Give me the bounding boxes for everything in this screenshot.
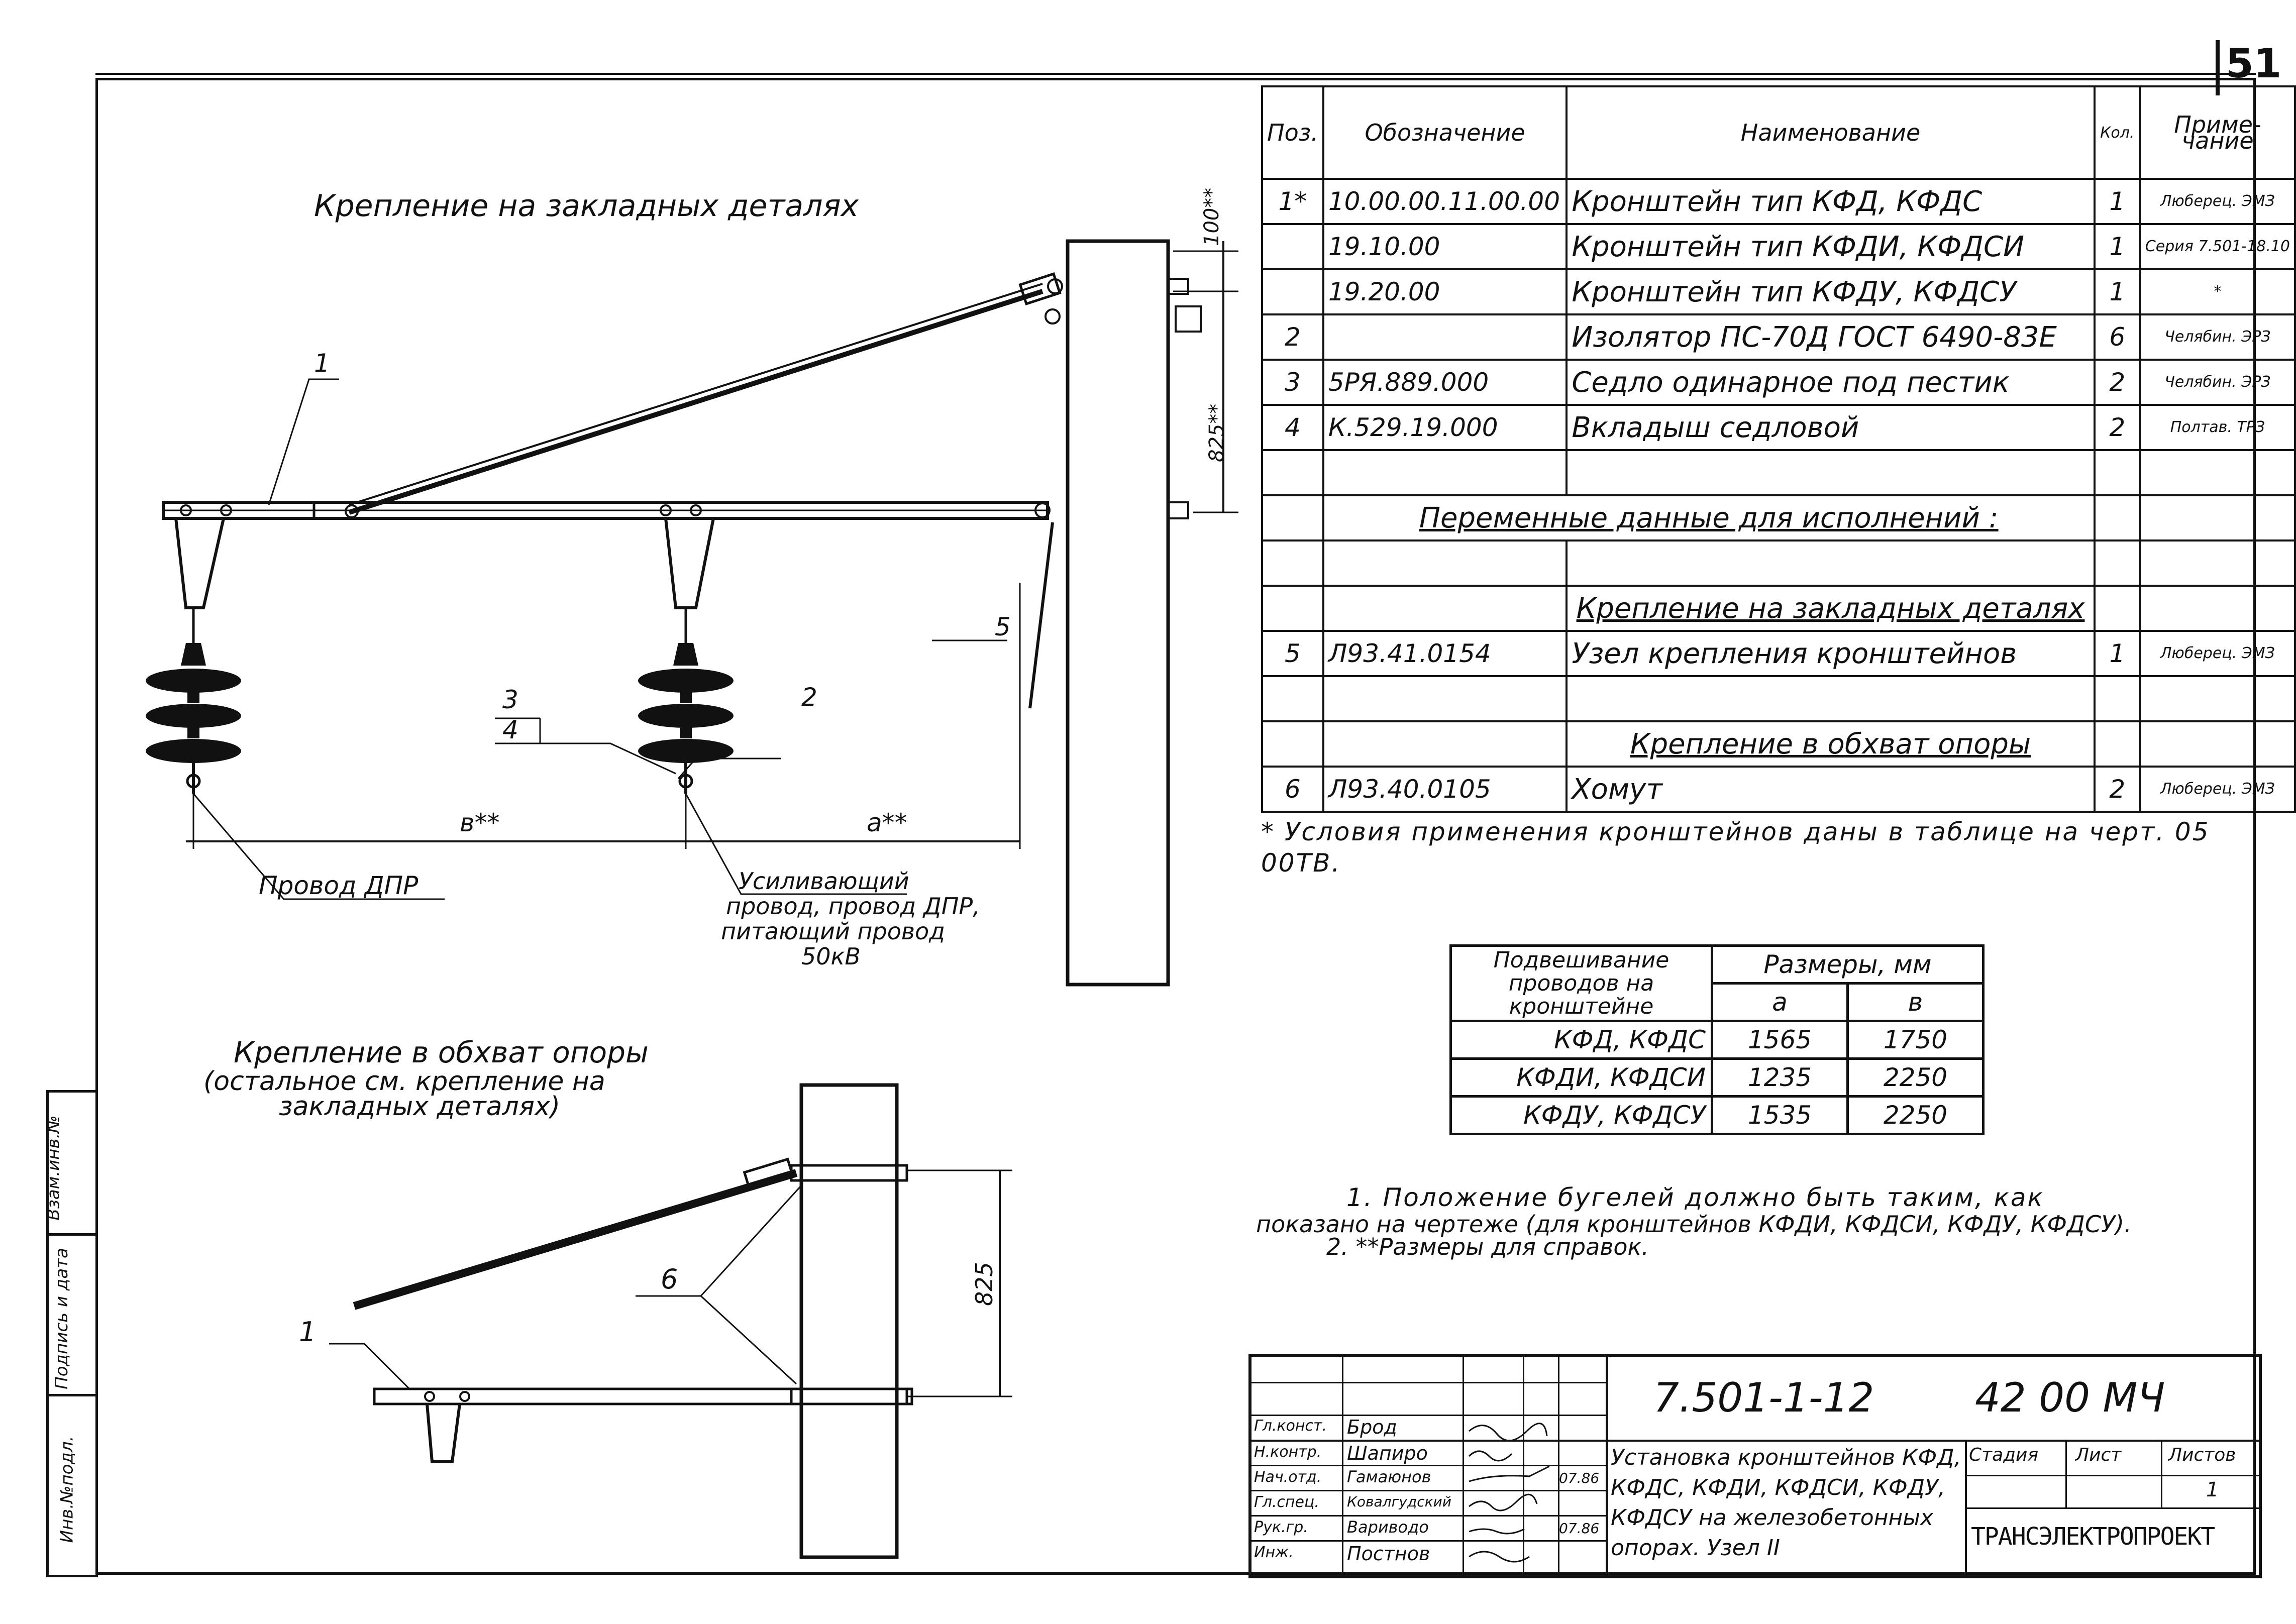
col-qty: Кол. bbox=[2093, 85, 2141, 180]
note-2: 2. **Размеры для справок. bbox=[1326, 1233, 1649, 1260]
doc-code: 7.501-1-12 bbox=[1653, 1374, 1874, 1421]
dim-100: 100** bbox=[1200, 188, 1223, 246]
label-6: 6 bbox=[661, 1263, 678, 1295]
tie-rod-bottom bbox=[353, 1169, 798, 1310]
dim-825-top: 825** bbox=[1205, 404, 1228, 462]
insulator-string-middle bbox=[638, 643, 734, 794]
wire-reinf-3: 50кВ bbox=[801, 943, 861, 970]
pole-bottom bbox=[799, 1083, 899, 1559]
bottom-title-0: Крепление в обхват опоры bbox=[234, 1035, 649, 1069]
drawing-bottom: Крепление в обхват опоры (остальное см. … bbox=[203, 1035, 1012, 1559]
section-variable-row: Переменные данные для исполнений : bbox=[1261, 494, 2296, 542]
wire-reinf-1: провод, провод ДПР, bbox=[726, 893, 980, 920]
label-2: 2 bbox=[801, 683, 817, 712]
note-1: 1. Положение бугелей должно быть таким, … bbox=[1346, 1183, 2044, 1212]
table-row: КФДИ, КФДСИ 1235 2250 bbox=[1449, 1057, 1985, 1098]
section-embedded: Крепление на закладных деталях bbox=[1566, 585, 2096, 632]
sheet-number-border bbox=[2216, 40, 2220, 95]
drawing-frame bbox=[95, 78, 2256, 1575]
wire-dpr: Провод ДПР bbox=[259, 871, 419, 900]
wire-reinf-2: питающий провод bbox=[721, 918, 945, 945]
col-designation: Обозначение bbox=[1322, 85, 1568, 180]
sheet-label: Лист bbox=[2075, 1445, 2122, 1465]
section-clamp: Крепление в обхват опоры bbox=[1566, 720, 2096, 768]
frame-top-line bbox=[95, 73, 2256, 75]
dim-825-bottom: 825 bbox=[971, 1262, 998, 1306]
bottom-title-2: закладных деталях) bbox=[279, 1092, 560, 1122]
spec-header-row: Поз. Обозначение Наименование Кол. Приме… bbox=[1261, 85, 2296, 180]
section-embedded-row: Крепление на закладных деталях bbox=[1261, 585, 2296, 632]
table-row bbox=[1261, 449, 2296, 496]
label-1-top: 1 bbox=[314, 349, 330, 378]
dims-header-left: Подвешивание проводов на кронштейне bbox=[1449, 944, 1713, 1022]
doc-number: 42 00 МЧ bbox=[1975, 1374, 2165, 1421]
sheets-value: 1 bbox=[2206, 1478, 2219, 1501]
drawing-top: Крепление на закладных деталях 100** 825… bbox=[146, 188, 1238, 987]
dims-table: Подвешивание проводов на кронштейне Разм… bbox=[1449, 944, 1985, 1135]
left-margin-strip: Взам.инв.№ Подпись и дата Инв.№подл. bbox=[43, 1090, 98, 1577]
insulator-string-left bbox=[146, 643, 241, 794]
label-1-bottom: 1 bbox=[299, 1316, 316, 1348]
stage-label: Стадия bbox=[1969, 1445, 2039, 1465]
desc-2: КФДСУ на железобетонных bbox=[1611, 1505, 1934, 1531]
tie-rod bbox=[348, 289, 1043, 515]
section-clamp-row: Крепление в обхват опоры bbox=[1261, 720, 2296, 768]
pole-top bbox=[1066, 239, 1170, 987]
table-row: 19.20.00 Кронштейн тип КФДУ, КФДСУ 1 * bbox=[1261, 268, 2296, 315]
col-name: Наименование bbox=[1566, 85, 2096, 180]
table-row: 4 К.529.19.000 Вкладыш седловой 2 Полтав… bbox=[1261, 404, 2296, 451]
desc-3: опорах. Узел II bbox=[1611, 1535, 1780, 1561]
section-variable: Переменные данные для исполнений : bbox=[1322, 494, 2096, 542]
dims-col-b: в bbox=[1846, 982, 1985, 1022]
dim-a: а** bbox=[867, 808, 907, 837]
table-row: КФДУ, КФДСУ 1535 2250 bbox=[1449, 1095, 1985, 1135]
dims-header-right: Размеры, мм bbox=[1711, 944, 1985, 985]
signatures bbox=[1468, 1423, 1550, 1563]
desc-1: КФДС, КФДИ, КФДСИ, КФДУ, bbox=[1611, 1475, 1945, 1500]
footnote-star: * Условия применения кронштейнов даны в … bbox=[1261, 817, 2210, 878]
dims-col-a: а bbox=[1711, 982, 1849, 1022]
table-row: 5 Л93.41.0154 Узел крепления кронштейнов… bbox=[1261, 630, 2296, 677]
label-4: 4 bbox=[502, 715, 518, 744]
table-row: КФД, КФДС 1565 1750 bbox=[1449, 1020, 1985, 1060]
table-row: 1* 10.00.00.11.00.00 Кронштейн тип КФД, … bbox=[1261, 178, 2296, 225]
table-row bbox=[1261, 539, 2296, 587]
spec-table: Поз. Обозначение Наименование Кол. Приме… bbox=[1261, 85, 2296, 813]
bracket-beam-bottom bbox=[373, 1387, 913, 1405]
dim-b: в** bbox=[460, 808, 499, 837]
label-3: 3 bbox=[502, 685, 518, 714]
margin-inv-original: Инв.№подл. bbox=[57, 1436, 77, 1543]
table-row: 6 Л93.40.0105 Хомут 2 Люберец. ЭМЗ bbox=[1261, 766, 2296, 813]
margin-signature-date: Подпись и дата bbox=[51, 1248, 72, 1389]
table-row: 3 5РЯ.889.000 Седло одинарное под пестик… bbox=[1261, 359, 2296, 406]
label-5: 5 bbox=[995, 612, 1011, 641]
bottom-title-1: (остальное см. крепление на bbox=[203, 1066, 605, 1097]
table-row bbox=[1261, 675, 2296, 722]
title-block: 7.501-1-12 42 00 МЧ Гл.конст. Брод Н.кон… bbox=[1248, 1354, 2262, 1578]
table-row: 19.10.00 Кронштейн тип КФДИ, КФДСИ 1 Сер… bbox=[1261, 223, 2296, 270]
note-1b: показано на чертеже (для кронштейнов КФД… bbox=[1256, 1211, 2132, 1238]
title-embedded: Крепление на закладных деталях bbox=[314, 188, 859, 224]
col-note: Приме-чание bbox=[2139, 85, 2296, 180]
col-pos: Поз. bbox=[1261, 85, 1324, 180]
table-row: 2 Изолятор ПС-70Д ГОСТ 6490-83Е 6 Челяби… bbox=[1261, 313, 2296, 361]
desc-0: Установка кронштейнов КФД, bbox=[1611, 1445, 1961, 1470]
wire-reinf-0: Усиливающий bbox=[739, 868, 909, 895]
org-name: ТРАНСЭЛЕКТРОПРОЕКТ bbox=[1971, 1523, 2215, 1551]
sheets-label: Листов bbox=[2168, 1445, 2236, 1465]
margin-inv-no: Взам.инв.№ bbox=[43, 1115, 64, 1221]
